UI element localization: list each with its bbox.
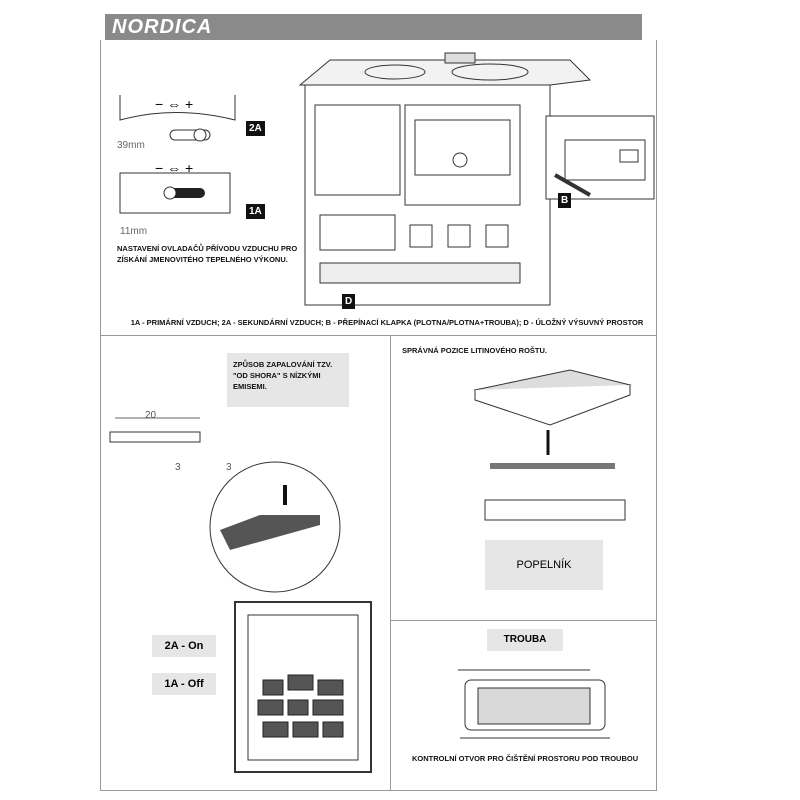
oven-label: TROUBA bbox=[487, 629, 563, 651]
switch-detail bbox=[545, 115, 655, 200]
ignition-circle-drawing bbox=[209, 461, 341, 593]
primary-air-off-label: 1A - Off bbox=[152, 673, 216, 695]
plus-sign: + bbox=[184, 96, 194, 112]
oven-cleaning-hole-drawing bbox=[458, 669, 610, 739]
dimension-3: 3 bbox=[226, 462, 232, 473]
brand-logo: NORDICA bbox=[112, 16, 213, 38]
firebox-drawing bbox=[234, 601, 372, 773]
divider bbox=[390, 620, 656, 621]
plus-sign: + bbox=[184, 160, 194, 176]
dimension-11mm: 11mm bbox=[120, 226, 148, 237]
cast-iron-grate-drawing bbox=[473, 369, 632, 521]
legend-caption: 1A - PRIMÁRNÍ VZDUCH; 2A - SEKUNDÁRNÍ VZ… bbox=[130, 318, 644, 327]
inspection-hole-caption: KONTROLNÍ OTVOR PRO ČIŠTĚNÍ PROSTORU POD… bbox=[412, 754, 639, 763]
divider bbox=[100, 335, 656, 336]
air-control-note: NASTAVENÍ OVLADAČŮ PŘÍVODU VZDUCHU PRO Z… bbox=[117, 244, 298, 264]
stove-illustration bbox=[298, 52, 592, 306]
air-slider-diagrams bbox=[119, 95, 236, 214]
divider bbox=[390, 335, 391, 790]
secondary-air-on-label: 2A - On bbox=[152, 635, 216, 657]
header-bar bbox=[105, 14, 642, 40]
ash-pan-label: POPELNÍK bbox=[485, 540, 603, 590]
minus-plus-indicator: − ⇔ + bbox=[155, 160, 194, 176]
page-frame bbox=[100, 40, 657, 791]
label-d: D bbox=[342, 294, 356, 309]
minus-sign: − bbox=[155, 160, 164, 176]
label-b: B bbox=[558, 193, 572, 208]
grate-position-title: SPRÁVNÁ POZICE LITINOVÉHO ROŠTU. bbox=[402, 346, 548, 355]
ignition-note-box: ZPŮSOB ZAPALOVÁNÍ TZV. "OD SHORA" S NÍZK… bbox=[227, 353, 349, 407]
minus-plus-indicator: − ⇔ + bbox=[155, 96, 194, 112]
dimension-39mm: 39mm bbox=[117, 140, 145, 151]
dimension-20: 20 bbox=[145, 410, 157, 421]
minus-sign: − bbox=[155, 96, 164, 112]
label-2a: 2A bbox=[246, 121, 265, 136]
kindling-dimension-drawing bbox=[109, 417, 201, 443]
dimension-3: 3 bbox=[175, 462, 181, 473]
label-1a: 1A bbox=[246, 204, 265, 219]
